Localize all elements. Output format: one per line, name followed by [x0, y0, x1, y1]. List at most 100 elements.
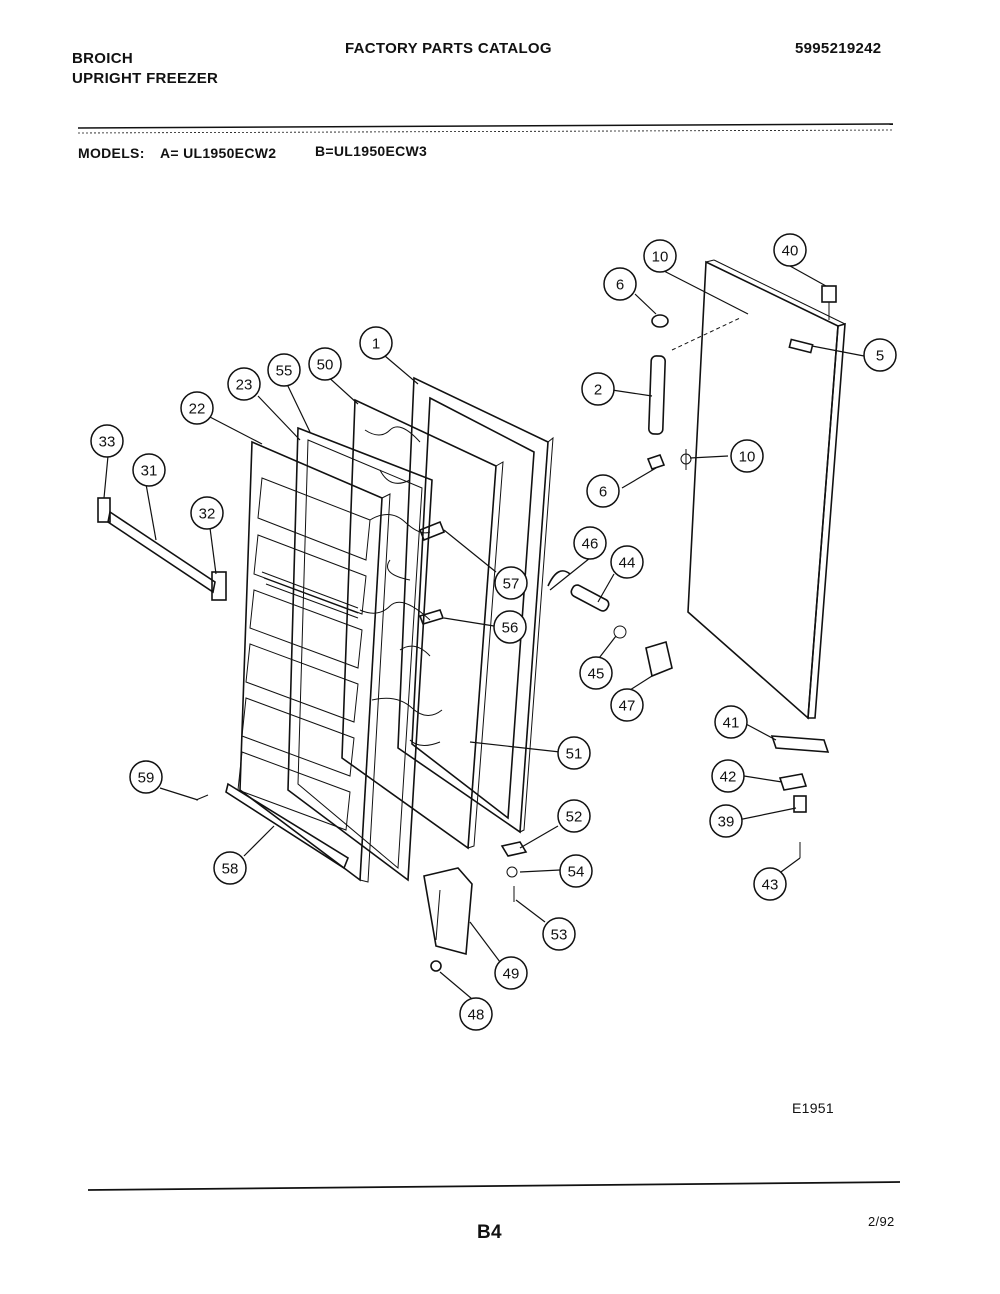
callout-label: 53: [551, 927, 568, 944]
callout-48: 48: [459, 997, 493, 1031]
callout-33: 33: [90, 424, 124, 458]
callout-label: 48: [468, 1007, 485, 1024]
callout-circle: [493, 610, 527, 644]
callout-1: 1: [359, 326, 393, 360]
outer-door-panel: [687, 259, 846, 720]
callout-label: 6: [599, 484, 607, 501]
callout-circle: [559, 854, 593, 888]
callout-label: 49: [503, 966, 520, 983]
callout-label: 1: [372, 336, 380, 353]
callout-40: 40: [773, 233, 807, 267]
brand-name: BROICH: [72, 50, 133, 67]
callout-45: 45: [579, 656, 613, 690]
callout-57: 57: [494, 566, 528, 600]
callout-label: 55: [276, 363, 293, 380]
callout-55: 55: [267, 353, 301, 387]
callout-circle: [709, 804, 743, 838]
callout-label: 42: [720, 769, 737, 786]
callout-54: 54: [559, 854, 593, 888]
callout-circle: [643, 239, 677, 273]
callout-circle: [542, 917, 576, 951]
callout-label: 44: [619, 555, 636, 572]
callout-circle: [359, 326, 393, 360]
callout-circle: [190, 496, 224, 530]
catalog-title: FACTORY PARTS CATALOG: [345, 40, 552, 57]
callout-10: 10: [643, 239, 677, 273]
callout-46: 46: [573, 526, 607, 560]
callout-22: 22: [180, 391, 214, 425]
callout-circle: [132, 453, 166, 487]
door-gasket: [287, 426, 433, 882]
callout-39: 39: [709, 804, 743, 838]
callout-label: 51: [566, 746, 583, 763]
callout-label: 52: [566, 809, 583, 826]
callout-circle: [711, 759, 745, 793]
callout-58: 58: [213, 851, 247, 885]
callout-label: 56: [502, 620, 519, 637]
callout-circle: [459, 997, 493, 1031]
leader-lines: [103, 265, 865, 1005]
callout-circle: [494, 566, 528, 600]
callout-circle: [610, 688, 644, 722]
callout-circle: [90, 424, 124, 458]
lock-parts: [547, 570, 673, 678]
callout-circle: [863, 338, 897, 372]
callout-49: 49: [494, 956, 528, 990]
callout-2: 2: [581, 372, 615, 406]
callout-label: 23: [236, 377, 253, 394]
callout-circle: [557, 799, 591, 833]
callout-circle: [557, 736, 591, 770]
callout-50: 50: [308, 347, 342, 381]
callout-53: 53: [542, 917, 576, 951]
callout-circle: [180, 391, 214, 425]
callout-label: 6: [616, 277, 624, 294]
callout-circle: [773, 233, 807, 267]
callout-circle: [730, 439, 764, 473]
callout-5: 5: [863, 338, 897, 372]
screws: [195, 520, 518, 972]
callout-label: 46: [582, 536, 599, 553]
model-a: A= UL1950ECW2: [160, 145, 277, 161]
callout-label: 43: [762, 877, 779, 894]
callout-59: 59: [129, 760, 163, 794]
callout-32: 32: [190, 496, 224, 530]
footer-rule: [87, 1181, 901, 1191]
callout-44: 44: [610, 545, 644, 579]
callout-label: 57: [503, 576, 520, 593]
callout-52: 52: [557, 799, 591, 833]
callout-label: 54: [568, 864, 585, 881]
callout-label: 59: [138, 770, 155, 787]
handle-parts: [646, 314, 741, 470]
callout-circle: [581, 372, 615, 406]
insulation-panel: [341, 398, 504, 850]
callout-6: 6: [586, 474, 620, 508]
callout-label: 2: [594, 382, 602, 399]
top-hinge-pin: [821, 285, 837, 320]
callout-56: 56: [493, 610, 527, 644]
callout-10: 10: [730, 439, 764, 473]
callout-circle: [227, 367, 261, 401]
callout-label: 45: [588, 666, 605, 683]
catalog-number: 5995219242: [795, 40, 882, 57]
callout-circle: [753, 867, 787, 901]
callout-circle: [129, 760, 163, 794]
callout-label: 10: [739, 449, 756, 466]
figure-id: E1951: [792, 1100, 834, 1116]
callout-label: 10: [652, 249, 669, 266]
callout-label: 33: [99, 434, 116, 451]
bottom-hinge: [500, 735, 830, 858]
callout-circle: [267, 353, 301, 387]
callout-47: 47: [610, 688, 644, 722]
door-liner: [237, 440, 391, 883]
callout-circle: [494, 956, 528, 990]
callout-label: 31: [141, 463, 158, 480]
callout-circle: [573, 526, 607, 560]
door-frame: [397, 376, 554, 834]
callout-label: 40: [782, 243, 799, 260]
callout-42: 42: [711, 759, 745, 793]
header-rule-thin: [77, 129, 894, 134]
callout-label: 32: [199, 506, 216, 523]
kickplate-bracket: [423, 867, 473, 956]
callout-circle: [610, 545, 644, 579]
